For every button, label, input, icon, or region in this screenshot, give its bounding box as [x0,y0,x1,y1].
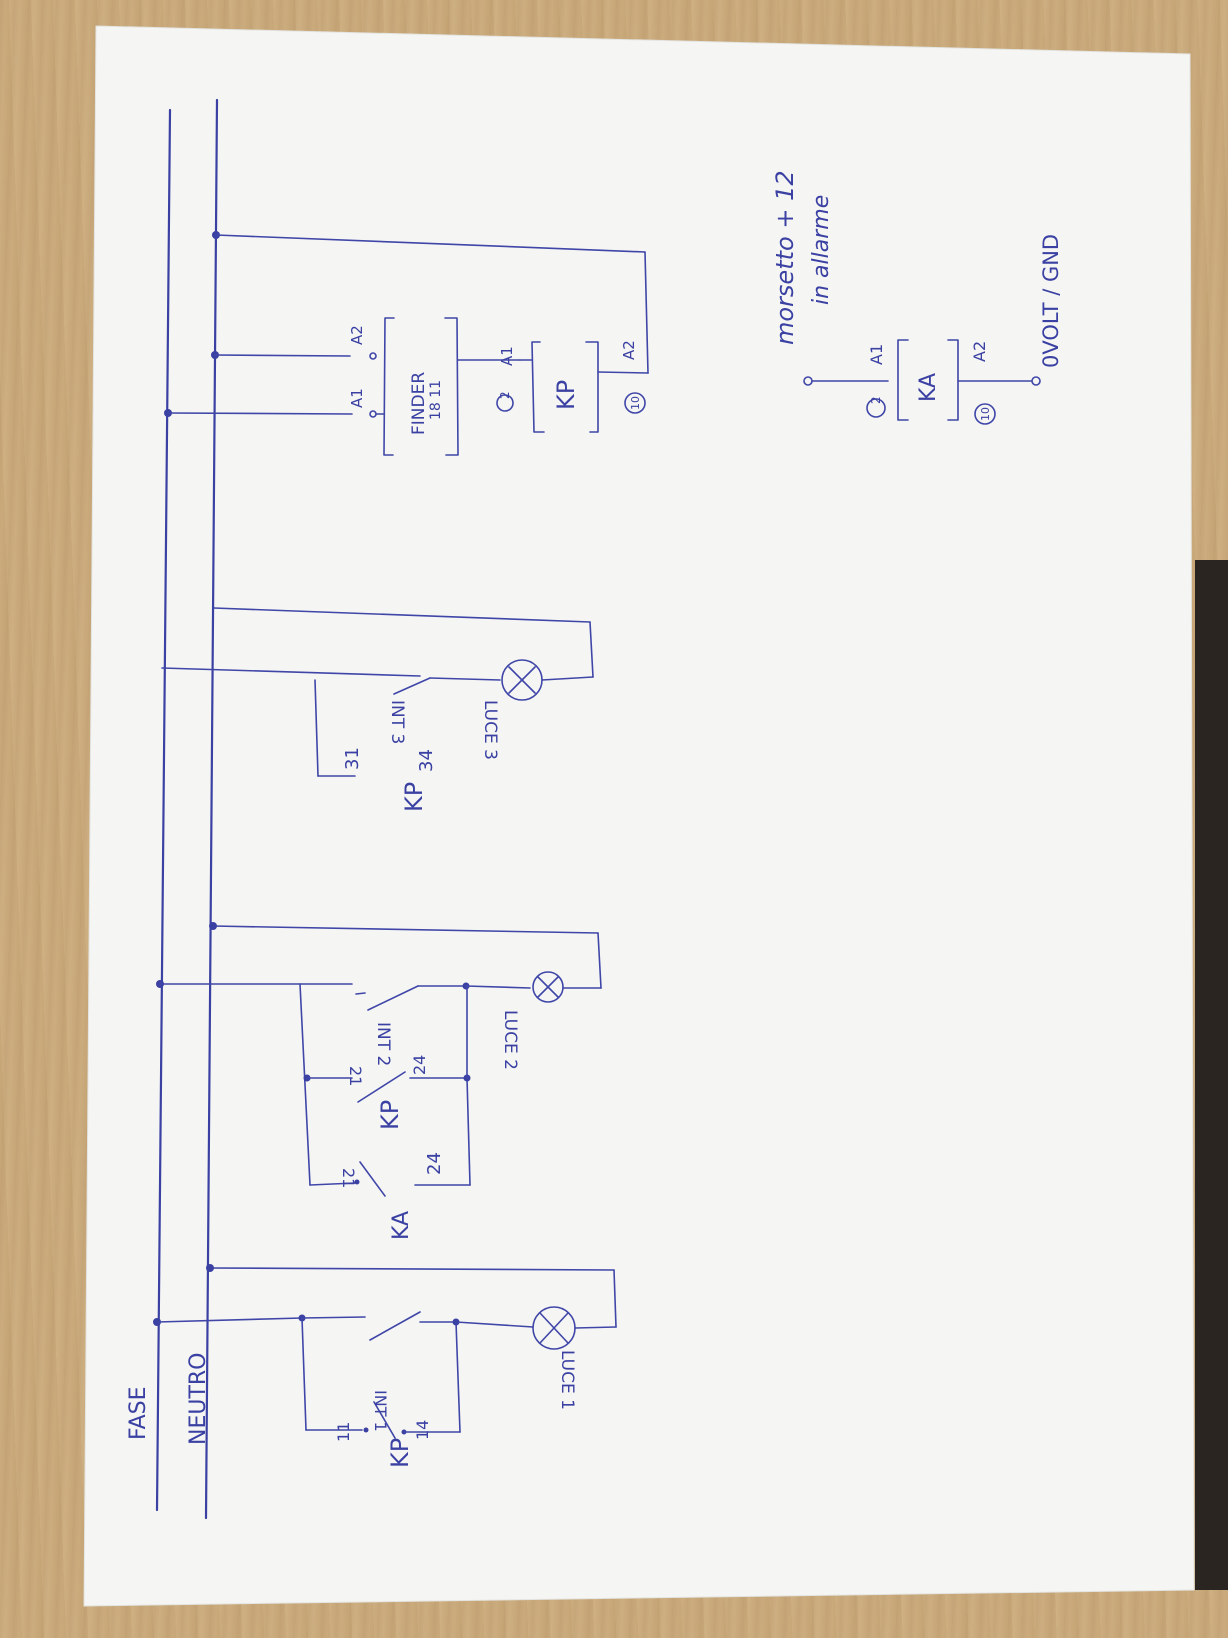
ka-a1: A1 [867,344,886,365]
ka-pin-b: 10 [979,407,992,421]
ka-pin-a-circle [866,398,886,418]
branch1-contact-out: 14 [413,1420,432,1440]
branch2-switch: INT 2 [373,1022,393,1066]
kp-pin-a: 2 [498,391,512,399]
finder-a1: A1 [348,388,366,408]
ka-pin-a: 2 [869,396,883,404]
branch3-switch: INT 3 [387,700,407,744]
neutral-label: NEUTRO [186,1352,211,1445]
ka-name: KA [916,373,941,402]
branch2-lamp: LUCE 2 [500,1010,520,1070]
branch1-lamp: LUCE 1 [557,1350,577,1410]
finder-a2: A2 [348,325,366,345]
branch3-contact-out: 34 [416,749,437,772]
branch1-switch: INT 1 [371,1390,390,1432]
ka-pin-b-circle [974,403,996,425]
ka-ground: 0VOLT / GND [1039,234,1063,368]
ka-note-line2: in allarme [809,195,834,305]
branch-3 [161,607,594,777]
ka-note-line1: morsetto + 12 [771,170,799,345]
branch1-contact-in: 11 [334,1422,353,1442]
branch2-relay-b: KP [376,1100,404,1130]
branch3-lamp: LUCE 3 [480,700,500,760]
branch2-contact-a-in: 21 [339,1168,358,1188]
phase-label: FASE [126,1386,151,1440]
ka-a2: A2 [970,341,989,362]
kp-pin-b-circle [624,392,646,414]
branch2-contact-a-out: 24 [424,1152,445,1175]
finder-relay [164,231,649,456]
kp-pin-a-circle [496,394,514,412]
branch2-contact-b-out: 24 [410,1055,429,1075]
kp-name: KP [552,380,580,410]
branch-2 [156,922,602,1197]
ka-coil [803,339,1041,421]
desk-shadow [1195,560,1228,1590]
kp-pin-b: 10 [629,396,642,410]
branch3-contact-in: 31 [342,747,363,770]
branch-1 [153,1264,617,1439]
phase-rail [155,108,172,1512]
kp-a2: A2 [620,340,638,360]
kp-a1: A1 [498,346,516,366]
branch3-relay: KP [400,782,428,812]
finder-model: 18 11 [428,380,444,420]
branch1-relay: KP [386,1438,414,1468]
finder-name: FINDER [409,372,429,435]
branch2-contact-b-in: 21 [346,1066,365,1086]
neutral-rail [204,98,219,1520]
paper [83,25,1195,1607]
branch2-relay-a: KA [389,1211,414,1240]
